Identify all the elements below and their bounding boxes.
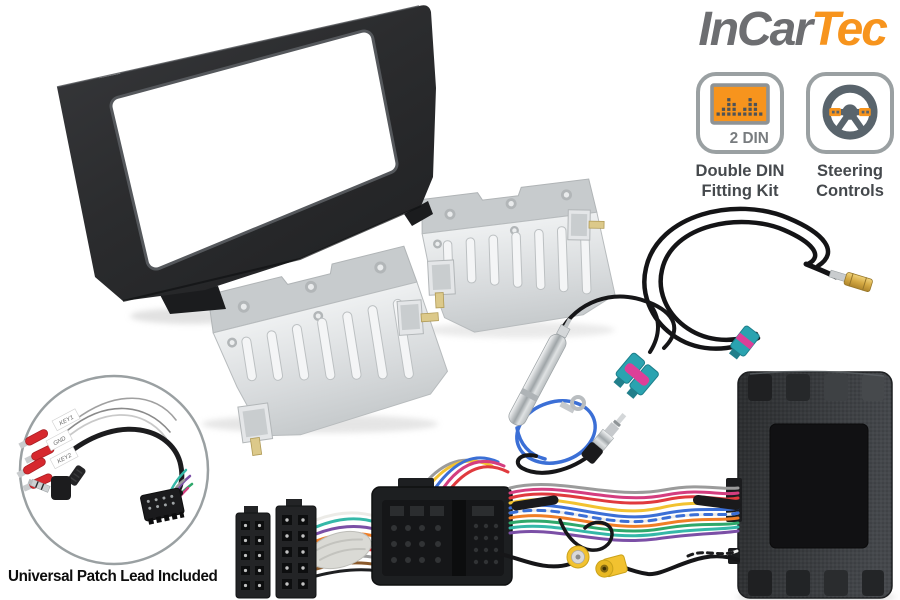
quadlock-connector xyxy=(371,478,513,586)
2-din-head-unit-icon: 2 DIN xyxy=(696,72,784,154)
universal-patch-lead: KEY1 GND KEY2 xyxy=(16,374,210,566)
feature-badges: 2 DIN Double DIN Fitting Kit xyxy=(696,72,894,201)
bracket-clip xyxy=(237,402,274,456)
amplifier-tube xyxy=(508,317,572,426)
jack-3-5mm xyxy=(27,465,86,500)
brand-logo-accent: Tec xyxy=(811,3,888,56)
metal-mounting-bracket-left xyxy=(207,245,449,456)
patch-lead-caption: Universal Patch Lead Included xyxy=(8,568,218,585)
metal-mounting-bracket-right xyxy=(421,178,616,333)
badge-steering-label: Steering Controls xyxy=(816,161,884,201)
earth-ring-terminal xyxy=(559,395,586,414)
iso-connector-a xyxy=(235,506,271,599)
badge-double-din-label: Double DIN Fitting Kit xyxy=(696,161,785,201)
badge-steering-label-line1: Steering xyxy=(816,162,884,180)
steering-buttons xyxy=(829,108,871,117)
fakra-connector xyxy=(728,325,760,360)
equalizer-dots xyxy=(716,98,763,116)
din-icon-caption: 2 DIN xyxy=(730,130,769,147)
rca-plug-front xyxy=(566,545,590,569)
box-tabs xyxy=(748,374,884,596)
badge-din-label-line2: Fitting Kit xyxy=(701,182,779,201)
rca-connectors xyxy=(498,518,740,578)
brand-logo: InCarTec xyxy=(698,2,888,57)
steering-control-interface-box xyxy=(726,370,893,599)
wire-flag-labels: KEY1 GND KEY2 xyxy=(45,408,81,470)
patch-lead-connector xyxy=(140,468,194,525)
bracket-clip xyxy=(427,259,456,309)
smb-gold-connector xyxy=(828,269,873,292)
brand-logo-primary: InCar xyxy=(698,3,813,56)
badge-steering-label-line2: Controls xyxy=(816,182,884,201)
antenna-amplifier-adapter xyxy=(508,294,677,475)
badge-steering-controls: Steering Controls xyxy=(806,72,894,201)
steering-wheel-icon xyxy=(806,72,894,154)
wiring-harness-iso-quadlock xyxy=(235,456,741,599)
antenna-extension-cable-smb xyxy=(642,206,873,360)
double-din-fascia-panel xyxy=(56,5,436,314)
bracket-clip xyxy=(567,209,605,241)
badge-double-din: 2 DIN Double DIN Fitting Kit xyxy=(696,72,784,201)
iso-connector-b xyxy=(275,499,317,599)
wire-label-gnd: GND xyxy=(53,435,68,447)
main-wire-bundle xyxy=(508,483,741,543)
din-antenna-plug xyxy=(581,412,627,464)
rca-plug-side xyxy=(595,554,628,578)
double-fakra-connector xyxy=(613,352,659,399)
foil-wrap xyxy=(308,530,372,570)
bracket-clip xyxy=(396,299,439,336)
badge-din-label-line1: Double DIN xyxy=(695,162,785,180)
